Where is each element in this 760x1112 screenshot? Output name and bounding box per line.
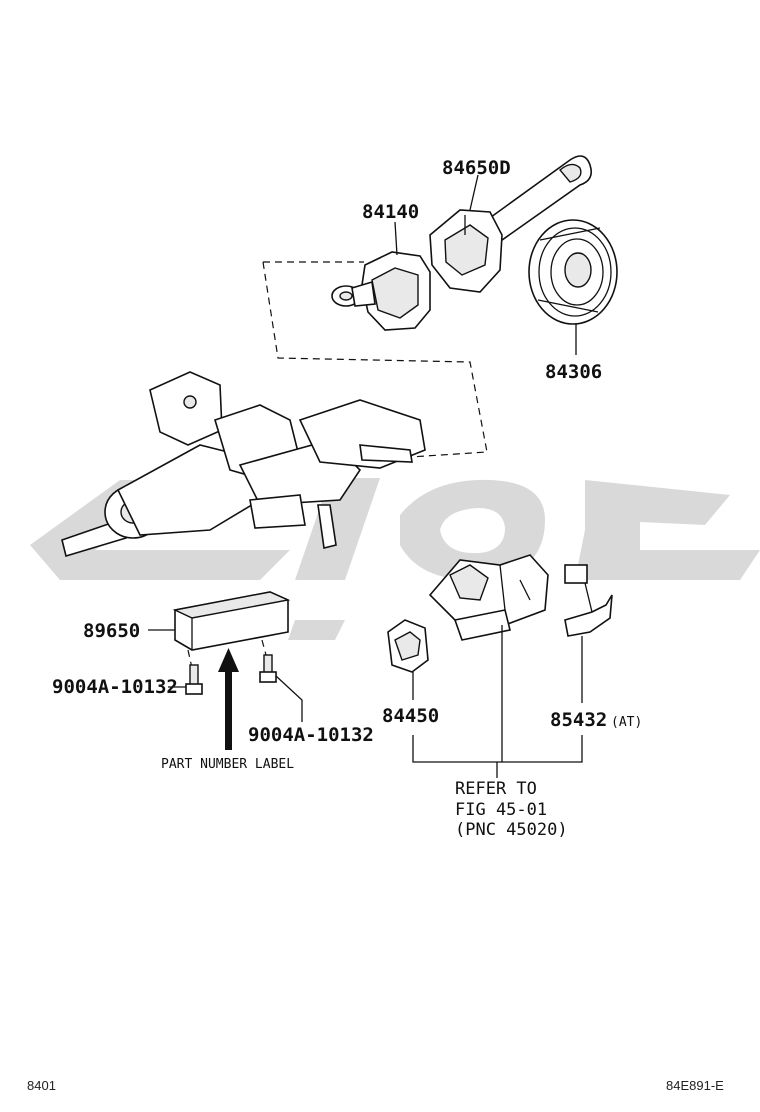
label-85432-note: (AT)	[611, 715, 642, 730]
label-85432: 85432	[550, 709, 607, 731]
leader-bolt-right	[275, 675, 303, 722]
label-9004A-left: 9004A-10132	[52, 676, 178, 698]
leader-84650D	[469, 174, 479, 211]
label-84306: 84306	[545, 361, 602, 383]
figure-code: 84E891-E	[666, 1078, 724, 1093]
label-84140: 84140	[362, 201, 419, 223]
switch-85432	[564, 564, 613, 637]
bolt-right	[259, 654, 277, 683]
combination-switch-84650D	[429, 155, 593, 293]
label-84450: 84450	[382, 705, 439, 727]
part-number-arrow	[218, 648, 239, 750]
refer-line-2: FIG 45-01	[455, 800, 547, 820]
spiral-cable-84306	[528, 219, 618, 325]
refer-line-1: REFER TO	[455, 779, 537, 799]
part-number-label-text: PART NUMBER LABEL	[161, 757, 294, 772]
assembly-boundary	[262, 261, 488, 458]
label-89650: 89650	[83, 620, 140, 642]
ignition-lock-assembly	[428, 554, 549, 641]
label-84650D: 84650D	[442, 157, 511, 179]
switch-84450	[387, 619, 429, 673]
ecu-module-89650	[172, 591, 291, 651]
steering-column	[61, 371, 426, 558]
refer-bracket	[412, 735, 583, 778]
leader-84140	[394, 221, 398, 256]
switch-84140	[331, 251, 431, 331]
bolt-left	[185, 664, 203, 695]
bolt-guide-right	[261, 639, 267, 656]
refer-line-3: (PNC 45020)	[455, 820, 568, 840]
label-9004A-right: 9004A-10132	[248, 724, 374, 746]
page-code: 8401	[27, 1078, 56, 1093]
